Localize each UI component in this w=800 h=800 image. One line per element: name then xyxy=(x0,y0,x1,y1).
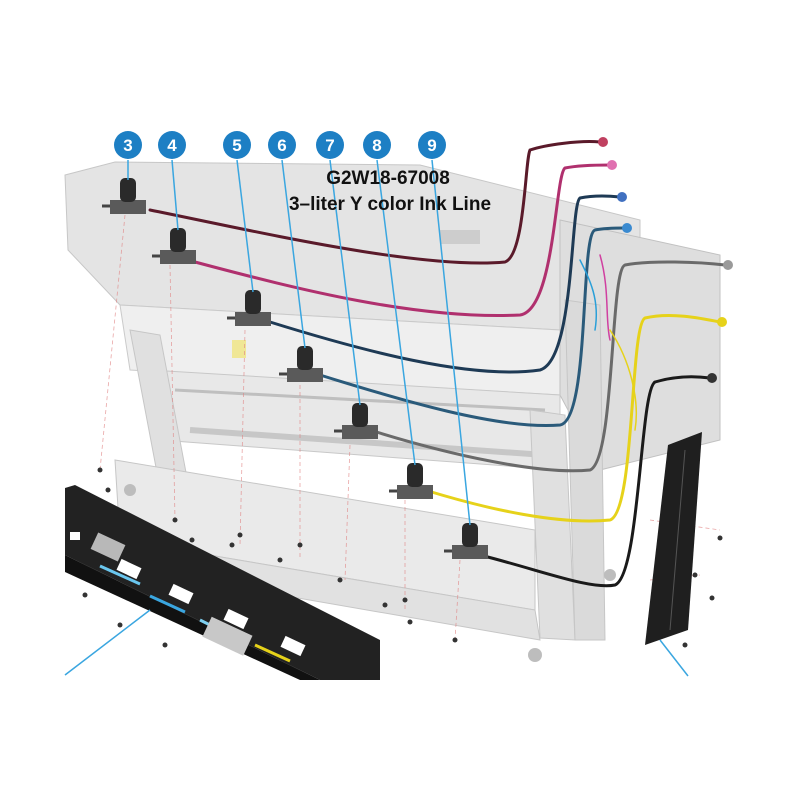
part-label: G2W18-67008 3–liter Y color Ink Line xyxy=(289,168,491,215)
part-number: G2W18-67008 xyxy=(326,168,450,189)
printer-body xyxy=(64,161,721,662)
valve-assembly-7 xyxy=(334,403,378,439)
leader-line-side-panel xyxy=(659,639,689,677)
leader-line-6 xyxy=(281,159,306,349)
side-cover-panel xyxy=(645,432,702,645)
connector-8 xyxy=(717,317,727,327)
callout-3: 3 xyxy=(114,131,142,159)
connector-5 xyxy=(617,192,627,202)
callout-leader-lines xyxy=(64,159,689,677)
callout-5: 5 xyxy=(223,131,251,159)
callout-6-label: 6 xyxy=(277,136,286,155)
ink-tube-8 xyxy=(423,313,722,523)
connector-7 xyxy=(723,260,733,270)
valve-assembly-3 xyxy=(102,178,146,214)
ink-tube-5 xyxy=(268,194,622,374)
leader-line-9 xyxy=(431,159,471,526)
callout-3-label: 3 xyxy=(123,136,132,155)
leader-line-4 xyxy=(171,159,179,231)
leader-line-7 xyxy=(329,159,361,406)
callout-9: 9 xyxy=(418,131,446,159)
callout-8-label: 8 xyxy=(372,136,381,155)
valve-assembly-4 xyxy=(152,228,196,264)
callout-8: 8 xyxy=(363,131,391,159)
callout-7-label: 7 xyxy=(325,136,334,155)
connector-9 xyxy=(707,373,717,383)
callout-4: 4 xyxy=(158,131,186,159)
valve-assembly-5 xyxy=(227,290,271,326)
valve-assemblies xyxy=(102,178,488,559)
front-cover-panel xyxy=(65,485,380,680)
leader-line-front-panel xyxy=(64,609,151,676)
valve-assembly-8 xyxy=(389,463,433,499)
callout-9-label: 9 xyxy=(427,136,436,155)
callout-7: 7 xyxy=(316,131,344,159)
tube-connectors xyxy=(598,137,733,383)
ink-tube-7 xyxy=(368,260,727,473)
connector-4 xyxy=(607,160,617,170)
callout-4-label: 4 xyxy=(167,136,177,155)
callout-5-label: 5 xyxy=(232,136,241,155)
ink-tubes xyxy=(148,140,727,588)
leader-line-5 xyxy=(236,159,254,293)
screws xyxy=(82,467,723,648)
valve-assembly-6 xyxy=(279,346,323,382)
ink-tube-3 xyxy=(148,140,602,265)
ink-tube-4 xyxy=(193,163,612,318)
callout-6: 6 xyxy=(268,131,296,159)
leader-line-8 xyxy=(376,159,416,466)
part-description: 3–liter Y color Ink Line xyxy=(289,194,491,215)
ink-tube-6 xyxy=(318,226,627,428)
connector-3 xyxy=(598,137,608,147)
callout-badges: 3 4 5 6 7 8 9 xyxy=(114,131,446,159)
connector-6 xyxy=(622,223,632,233)
ink-tube-9 xyxy=(478,375,712,588)
valve-assembly-9 xyxy=(444,523,488,559)
